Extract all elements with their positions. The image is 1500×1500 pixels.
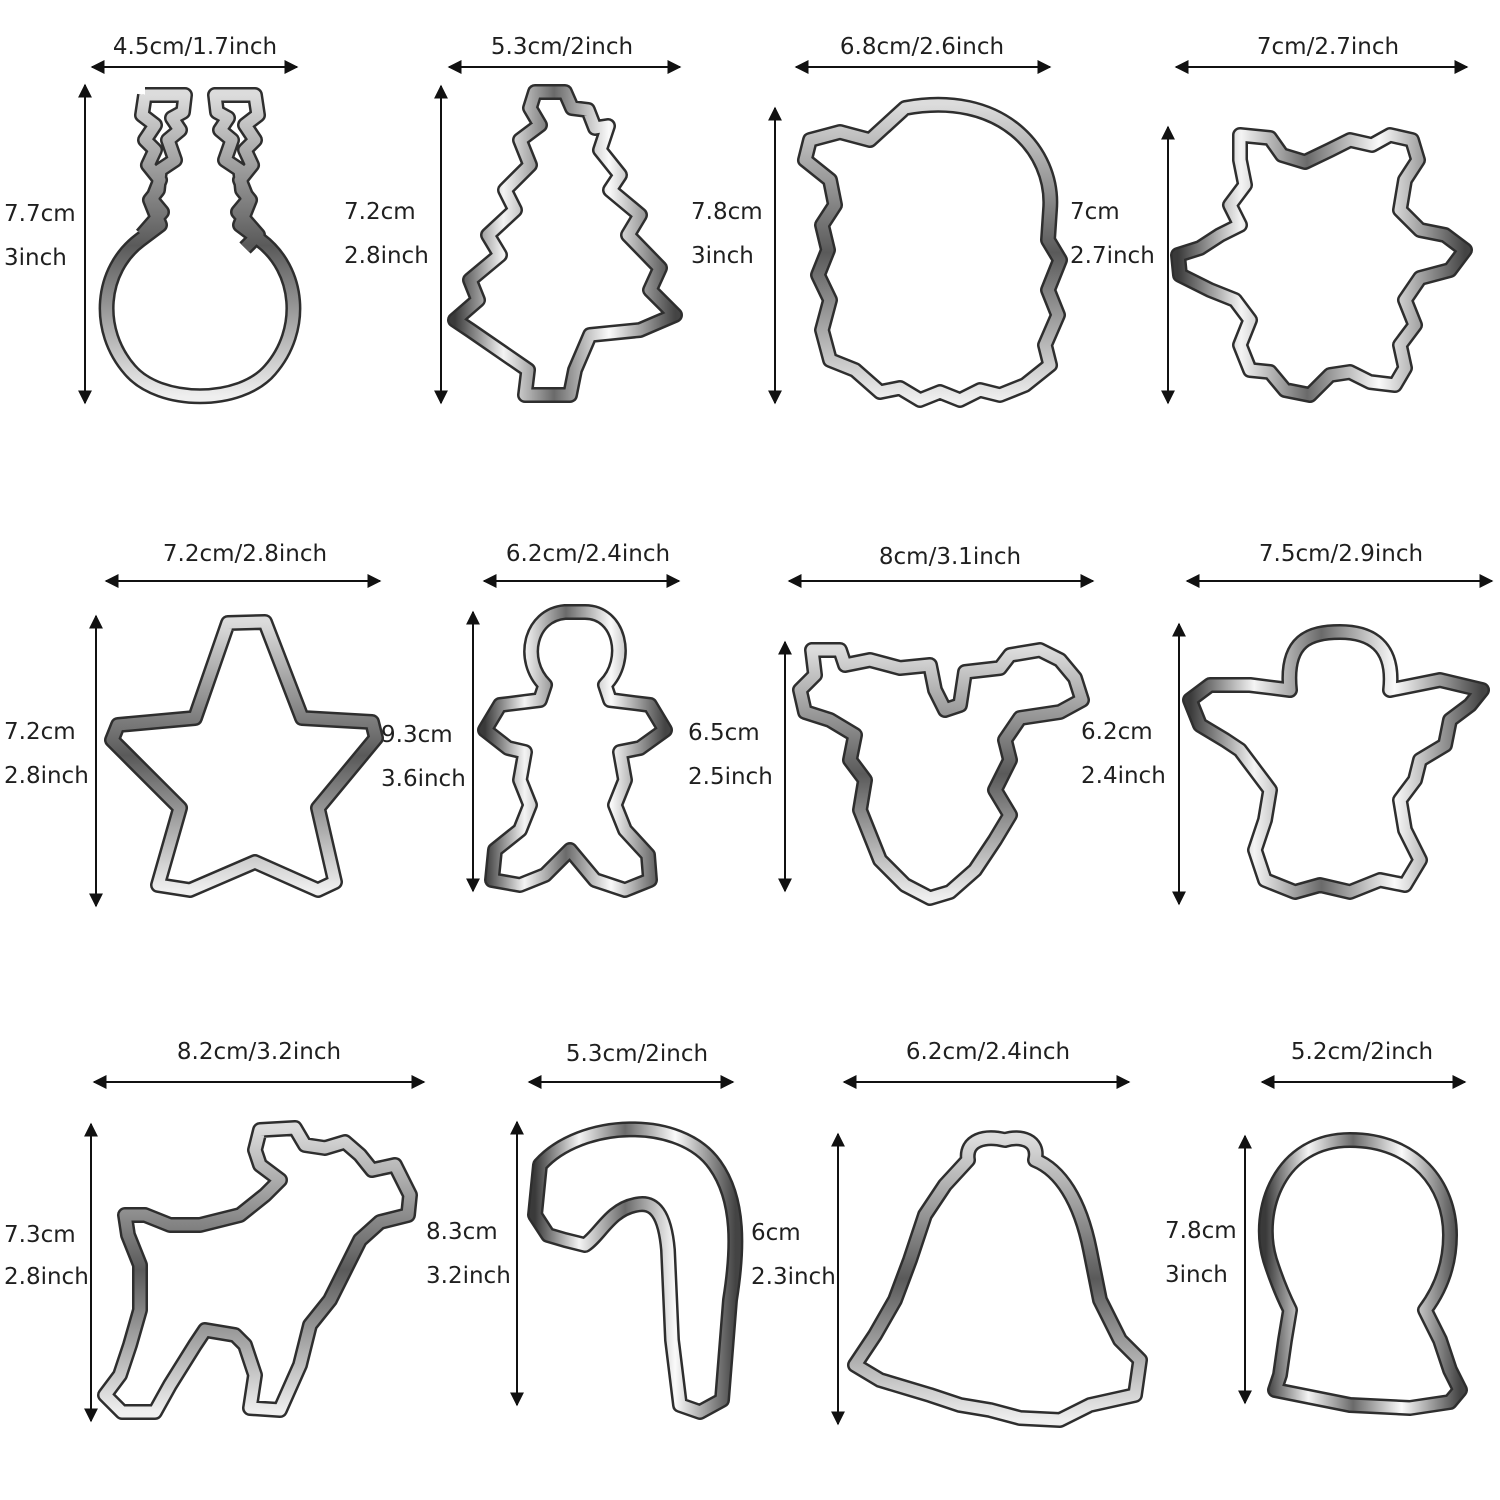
- cutter-6-height-in: 3.6inch: [381, 766, 466, 792]
- santa-head-cutter: [799, 99, 1066, 406]
- cutter-5-width-label: 7.2cm/2.8inch: [162, 541, 328, 567]
- candy-cane-cutter: [529, 1123, 741, 1418]
- cutter-9-width-label: 8.2cm/3.2inch: [176, 1039, 342, 1065]
- cutter-6-width-label: 6.2cm/2.4inch: [505, 541, 671, 567]
- angel-cutter-shadow: [1182, 624, 1490, 900]
- reindeer-head-cutter-shadow: [792, 642, 1090, 906]
- angel-cutter: [1184, 626, 1488, 898]
- cutter-1-height-cm: 7.7cm: [4, 201, 76, 227]
- bell-cutter: [849, 1132, 1146, 1426]
- cutter-11-width-label: 6.2cm/2.4inch: [905, 1039, 1071, 1065]
- reindeer-cutter: [99, 1122, 416, 1418]
- reindeer-head-cutter: [794, 644, 1088, 904]
- cutter-9-height-cm: 7.3cm: [4, 1222, 76, 1248]
- cutter-10-width-label: 5.3cm/2inch: [565, 1041, 709, 1067]
- cutter-12-width-label: 5.2cm/2inch: [1290, 1039, 1434, 1065]
- cutter-12-height-cm: 7.8cm: [1165, 1218, 1237, 1244]
- dimension-arrows: [78, 60, 1494, 1426]
- cutter-shapes: [97, 84, 1490, 1428]
- cutter-4-height-cm: 7cm: [1070, 199, 1120, 225]
- cutter-2-width-label: 5.3cm/2inch: [490, 34, 634, 60]
- cutter-3-height-cm: 7.8cm: [691, 199, 763, 225]
- snowflake-cutter: [1172, 129, 1471, 401]
- cutter-10-height-cm: 8.3cm: [426, 1219, 498, 1245]
- snowflake-cutter-shadow: [1170, 127, 1473, 403]
- cutter-6-height-cm: 9.3cm: [381, 722, 453, 748]
- cutter-2-height-in: 2.8inch: [344, 243, 429, 269]
- cutter-10-height-in: 3.2inch: [426, 1263, 511, 1289]
- cutter-1-height-in: 3inch: [4, 245, 67, 271]
- cutter-8-height-in: 2.4inch: [1081, 763, 1166, 789]
- cutter-12-height-in: 3inch: [1165, 1262, 1228, 1288]
- star-cutter-shadow: [104, 614, 384, 898]
- cutter-7-height-in: 2.5inch: [688, 764, 773, 790]
- cutter-7-height-cm: 6.5cm: [688, 720, 760, 746]
- snowman-cutter: [101, 89, 299, 402]
- cutter-3-height-in: 3inch: [691, 243, 754, 269]
- cutter-7-width-label: 8cm/3.1inch: [878, 544, 1022, 570]
- candy-cane-cutter-shadow: [527, 1121, 744, 1420]
- cutter-8-height-cm: 6.2cm: [1081, 719, 1153, 745]
- santa-head-cutter-shadow: [797, 96, 1068, 408]
- cutter-3-width-label: 6.8cm/2.6inch: [839, 34, 1005, 60]
- cutter-4-height-in: 2.7inch: [1070, 243, 1155, 269]
- cutter-1-width-label: 4.5cm/1.7inch: [112, 34, 278, 60]
- cutter-9-height-in: 2.8inch: [4, 1264, 89, 1290]
- christmas-tree-cutter: [449, 86, 681, 401]
- cutter-4-width-label: 7cm/2.7inch: [1256, 34, 1400, 60]
- gingerbread-man-cutter: [479, 606, 671, 896]
- cutter-8-width-label: 7.5cm/2.9inch: [1258, 541, 1424, 567]
- snow-globe-cutter: [1260, 1134, 1466, 1414]
- cutter-5-height-cm: 7.2cm: [4, 719, 76, 745]
- star-cutter: [106, 616, 382, 896]
- cutter-2-height-cm: 7.2cm: [344, 199, 416, 225]
- cutter-11-height-in: 2.3inch: [751, 1264, 836, 1290]
- cutter-11-height-cm: 6cm: [751, 1220, 801, 1246]
- cutter-5-height-in: 2.8inch: [4, 763, 89, 789]
